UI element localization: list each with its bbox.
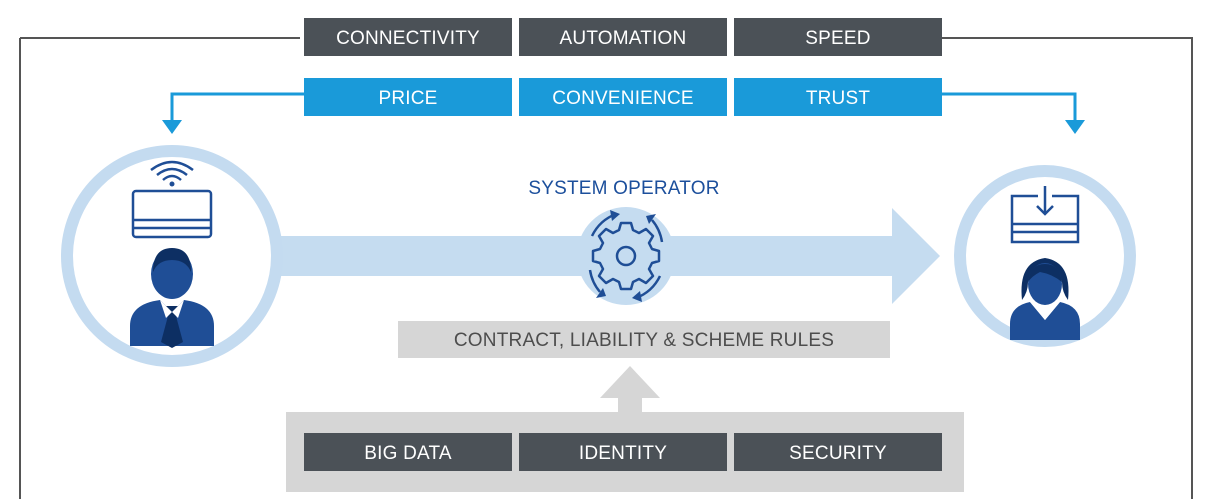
value-bar-box-convenience: [519, 78, 727, 116]
contactless-card-icon: [131, 160, 213, 239]
value-bar-label-trust: TRUST: [806, 88, 871, 109]
businessman-icon: [130, 248, 214, 348]
value-bar-label-price: PRICE: [378, 88, 437, 109]
system-operator-label: SYSTEM OPERATOR: [528, 178, 719, 199]
card-download-icon: [1010, 186, 1080, 244]
right-connector-arrow: [942, 92, 1085, 134]
value-bar-box-price: [304, 78, 512, 116]
foundation-box-big-data: [304, 433, 512, 471]
foundation-box-security: [734, 433, 942, 471]
value-bar-label-convenience: CONVENIENCE: [552, 88, 694, 109]
system-operator-node: [577, 207, 675, 305]
left-connector-arrow: [162, 92, 304, 134]
foundation-label-big-data: BIG DATA: [364, 443, 452, 464]
foundation-label-security: SECURITY: [789, 443, 887, 464]
top-bar-label-speed: SPEED: [805, 28, 870, 49]
top-bar: CONNECTIVITY AUTOMATION SPEED: [304, 18, 942, 56]
rotating-gear-icon: [588, 210, 664, 302]
outer-frame: [19, 37, 1193, 499]
payee-circle: [954, 165, 1136, 347]
top-bar-box-speed: [734, 18, 942, 56]
value-bar-box-trust: [734, 78, 942, 116]
top-bar-label-automation: AUTOMATION: [560, 28, 687, 49]
foundation-up-arrow: [600, 366, 660, 412]
foundation-bar: BIG DATA IDENTITY SECURITY: [304, 433, 942, 471]
value-bar: PRICE CONVENIENCE TRUST: [304, 78, 942, 116]
top-bar-label-connectivity: CONNECTIVITY: [336, 28, 480, 49]
rules-bar-label: CONTRACT, LIABILITY & SCHEME RULES: [454, 330, 834, 351]
rules-bar: [398, 321, 890, 358]
foundation-box-identity: [519, 433, 727, 471]
top-bar-box-automation: [519, 18, 727, 56]
foundation-label-identity: IDENTITY: [579, 443, 667, 464]
businesswoman-icon: [1010, 258, 1080, 340]
top-bar-box-connectivity: [304, 18, 512, 56]
